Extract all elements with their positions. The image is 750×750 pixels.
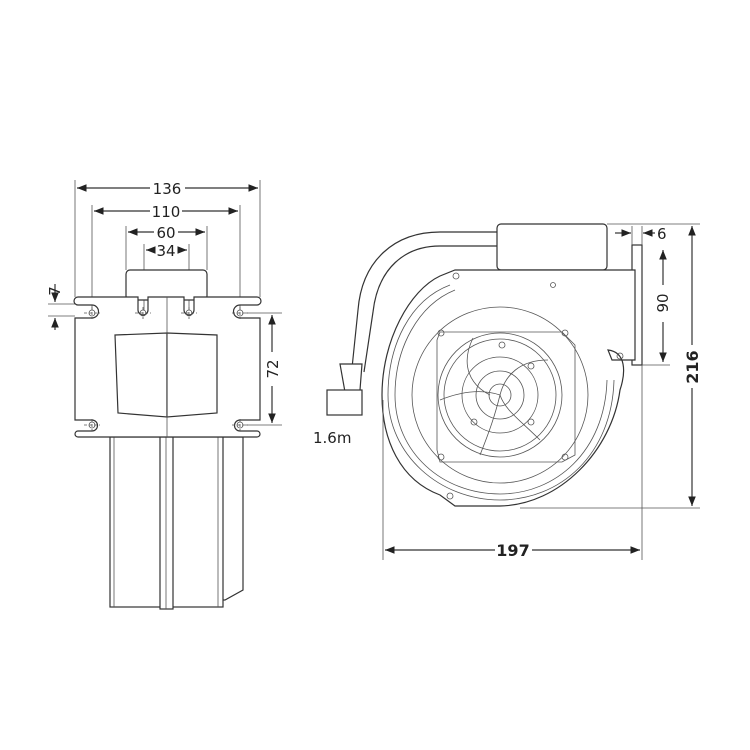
- dim-197-label: 197: [496, 541, 529, 560]
- inlet-ring: [411, 306, 589, 484]
- dim-90-label: 90: [654, 293, 672, 312]
- mounting-holes: [84, 307, 248, 431]
- dim-110-label: 110: [152, 203, 181, 221]
- dim-72-label: 72: [264, 359, 282, 378]
- dim-7-label: 7: [46, 286, 64, 296]
- cable-length-label: 1.6m: [313, 429, 351, 447]
- control-box: [496, 223, 608, 271]
- front-view: 136 110 60 34 7 72: [46, 180, 282, 610]
- side-view: 1.6m: [313, 223, 702, 560]
- dim-136-label: 136: [153, 180, 182, 198]
- dim-6-label: 6: [657, 225, 667, 243]
- top-cap: [125, 269, 208, 301]
- side-extension-lines: [382, 223, 700, 560]
- dim-34-label: 34: [156, 242, 175, 260]
- power-cable: [351, 231, 497, 369]
- dim-216-label: 216: [683, 350, 702, 383]
- blower-body: [109, 436, 244, 610]
- dim-60-label: 60: [156, 224, 175, 242]
- cable-connector: [326, 389, 363, 416]
- motor-housing: [114, 297, 218, 437]
- fan-grille: [436, 329, 576, 463]
- extension-lines: [48, 180, 282, 426]
